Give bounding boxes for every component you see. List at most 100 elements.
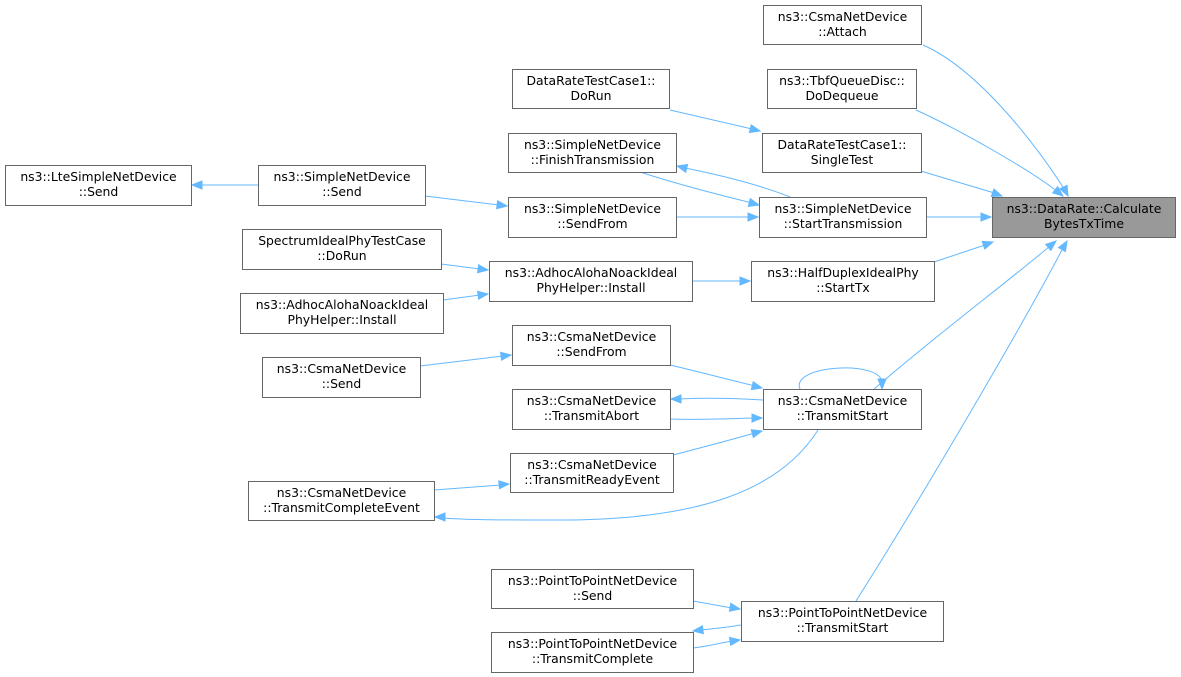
node-label-line: ::Attach [818, 24, 867, 39]
node-box [512, 389, 671, 430]
node-label-line: ::Send [322, 376, 362, 391]
edge-p2ptxstart-to-p2ptxcomplete [700, 624, 742, 631]
node-csmasend[interactable]: ns3::CsmaNetDevice::Send [262, 357, 421, 398]
arrowhead-icon [739, 276, 752, 286]
arrowhead-icon [675, 163, 689, 174]
node-label-line: ::Send [322, 184, 362, 199]
node-specdorun[interactable]: SpectrumIdealPhyTestCase::DoRun [242, 229, 442, 270]
node-txcomplete[interactable]: ns3::CsmaNetDevice::TransmitCompleteEven… [248, 481, 435, 521]
node-label-line: ::Send [79, 184, 119, 199]
edge-p2ptxcomplete-to-p2ptxstart [692, 640, 733, 649]
edge-csmatxstart-to-txcomplete [442, 429, 819, 521]
node-label-line: ::Send [573, 588, 613, 603]
arrowhead-icon [190, 180, 203, 190]
node-label-line: ns3::SimpleNetDevice [524, 137, 661, 152]
node-p2ptxcomplete[interactable]: ns3::PointToPointNetDevice::TransmitComp… [491, 632, 694, 673]
arrowhead-icon [990, 188, 1004, 197]
node-p2ptxstart[interactable]: ns3::PointToPointNetDevice::TransmitStar… [741, 601, 944, 642]
node-attach[interactable]: ns3::CsmaNetDevice::Attach [763, 5, 922, 45]
node-box [512, 69, 670, 109]
edge-drdorun-to-drsingle [669, 109, 753, 130]
node-box [491, 569, 694, 609]
node-label-line: ns3::LteSimpleNetDevice [20, 169, 176, 184]
node-csmatxstart[interactable]: ns3::CsmaNetDevice::TransmitStart [763, 389, 922, 430]
node-label-line: ::TransmitCompleteEvent [263, 500, 420, 515]
node-adhoc1[interactable]: ns3::AdhocAlohaNoackIdealPhyHelper::Inst… [489, 261, 693, 302]
node-label-line: ns3::CsmaNetDevice [527, 457, 656, 472]
node-ltesend[interactable]: ns3::LteSimpleNetDevice::Send [5, 165, 192, 206]
node-label-line: ::TransmitComplete [532, 651, 653, 666]
edge-starttx-to-finishtx [684, 167, 791, 198]
node-drsingle[interactable]: DataRateTestCase1::SingleTest [762, 133, 922, 173]
edge-csmatxstart-to-txabort [678, 397, 764, 401]
node-box [741, 601, 944, 642]
node-label-line: ns3::HalfDuplexIdealPhy [767, 265, 919, 280]
edge-csmasendfrom-to-csmatxstart [669, 364, 756, 387]
node-label-line: DataRateTestCase1:: [527, 73, 656, 88]
node-label-line: SingleTest [811, 152, 874, 167]
node-label-line: DataRateTestCase1:: [778, 137, 907, 152]
node-halfduplex[interactable]: ns3::HalfDuplexIdealPhy::StartTx [751, 261, 935, 302]
edges-layer [190, 44, 1069, 649]
node-box [248, 481, 435, 521]
node-label-line: ns3::DataRate::Calculate [1007, 201, 1162, 216]
node-label-line: ::TransmitStart [797, 620, 889, 635]
node-box [751, 261, 935, 302]
node-label-line: ns3::AdhocAlohaNoackIdeal [505, 265, 677, 280]
node-label-line: ::FinishTransmission [531, 152, 655, 167]
edge-csmatxstart-to-csmatxstart [798, 367, 883, 390]
node-label-line: ns3::CsmaNetDevice [527, 329, 656, 344]
node-txready[interactable]: ns3::CsmaNetDevice::TransmitReadyEvent [510, 453, 674, 493]
edge-p2psend-to-p2ptxstart [692, 600, 733, 609]
edge-csmatxstart-to-root [872, 245, 1051, 391]
arrowhead-icon [748, 123, 762, 134]
node-label-line: ns3::SimpleNetDevice [775, 201, 912, 216]
node-label-line: ::StartTransmission [784, 216, 903, 231]
nodes-layer: ns3::CsmaNetDevice::Attachns3::TbfQueueD… [5, 5, 1176, 673]
node-csmasendfrom[interactable]: ns3::CsmaNetDevice::SendFrom [512, 325, 671, 366]
node-sendfrom[interactable]: ns3::SimpleNetDevice::SendFrom [508, 197, 677, 238]
node-finishtx[interactable]: ns3::SimpleNetDevice::FinishTransmission [508, 133, 677, 173]
edge-txabort-to-csmatxstart [669, 417, 755, 420]
node-label-line: SpectrumIdealPhyTestCase [258, 233, 426, 248]
node-label-line: PhyHelper::Install [287, 312, 396, 327]
arrowhead-icon [496, 200, 509, 210]
node-adhoc2[interactable]: ns3::AdhocAlohaNoackIdealPhyHelper::Inst… [240, 293, 444, 334]
arrowhead-icon [433, 512, 446, 522]
node-simplesend[interactable]: ns3::SimpleNetDevice::Send [258, 165, 426, 206]
edge-simplesend-to-sendfrom [424, 195, 500, 206]
node-txabort[interactable]: ns3::CsmaNetDevice::TransmitAbort [512, 389, 671, 430]
node-label-line: ns3::CsmaNetDevice [277, 485, 406, 500]
node-label-line: ns3::SimpleNetDevice [274, 169, 411, 184]
node-box [759, 197, 927, 238]
node-starttx[interactable]: ns3::SimpleNetDevice::StartTransmission [759, 197, 927, 238]
node-label-line: ns3::CsmaNetDevice [527, 393, 656, 408]
arrowhead-icon [1057, 239, 1068, 253]
node-label-line: ::TransmitAbort [544, 408, 639, 423]
node-drdorun[interactable]: DataRateTestCase1::DoRun [512, 69, 670, 109]
edge-csmasend-to-csmasendfrom [419, 355, 504, 367]
edge-specdorun-to-adhoc1 [440, 263, 481, 270]
node-label-line: ::DoRun [317, 248, 366, 263]
arrowhead-icon [980, 212, 993, 222]
node-label-line: ns3::AdhocAlohaNoackIdeal [256, 297, 428, 312]
node-label-line: ::TransmitStart [797, 408, 889, 423]
node-tbf[interactable]: ns3::TbfQueueDisc::DoDequeue [767, 69, 917, 109]
arrowhead-icon [691, 625, 704, 635]
arrowhead-icon [1044, 240, 1058, 252]
arrowhead-icon [750, 380, 764, 391]
root-node-box [992, 197, 1176, 238]
node-box [763, 389, 922, 430]
arrowhead-icon [498, 480, 511, 490]
node-label-line: ns3::SimpleNetDevice [524, 201, 661, 216]
node-label-line: DoDequeue [805, 88, 878, 103]
node-box [510, 453, 674, 493]
node-box [491, 632, 694, 673]
node-box [763, 5, 922, 45]
node-box [762, 133, 922, 173]
arrowhead-icon [1051, 185, 1065, 197]
node-p2psend[interactable]: ns3::PointToPointNetDevice::Send [491, 569, 694, 609]
edge-tbf-to-root [915, 109, 1059, 193]
node-box [767, 69, 917, 109]
